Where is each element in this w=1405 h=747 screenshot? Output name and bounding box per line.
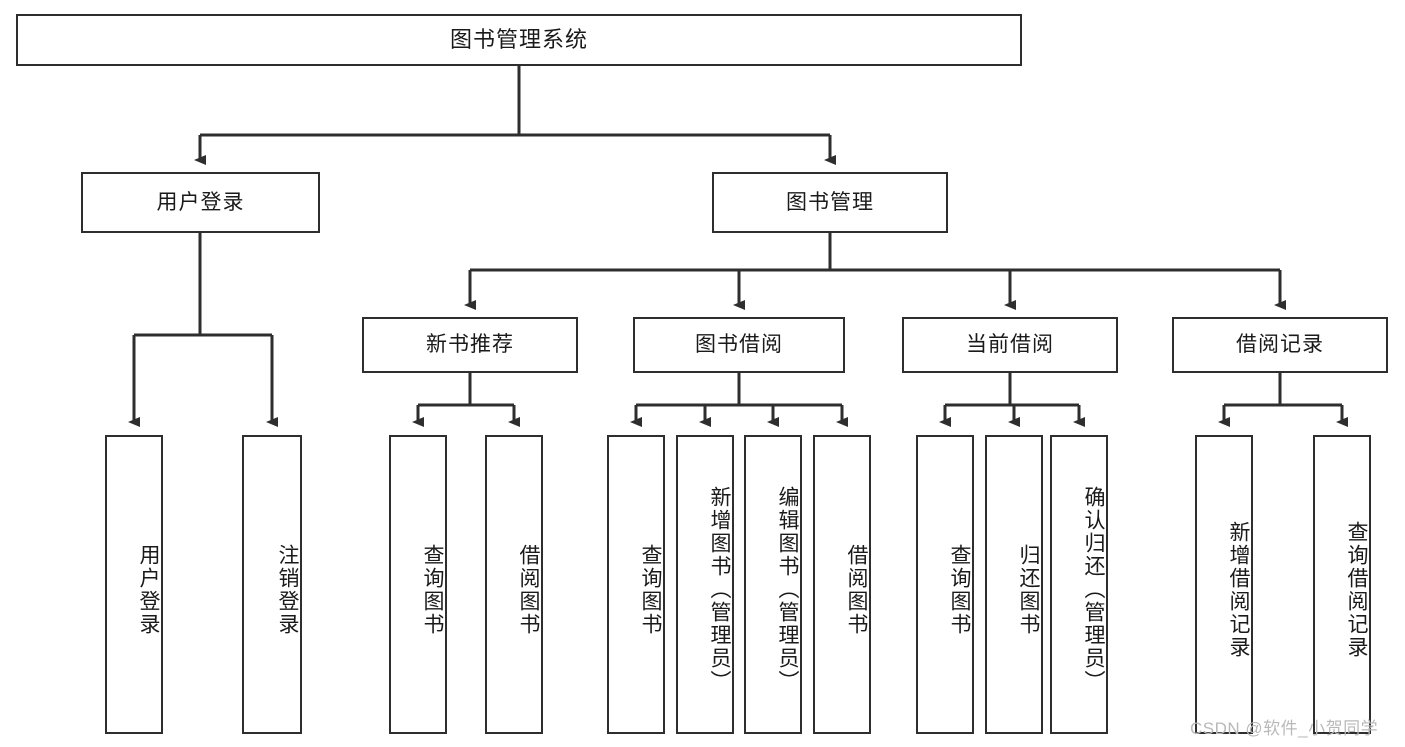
leaf-add-book-admin[interactable]: 新增图书（管理员） (676, 435, 734, 734)
node-label: 归还图书 (1017, 543, 1040, 636)
node-current-borrow[interactable]: 当前借阅 (902, 317, 1118, 373)
node-label: 用户登录 (137, 543, 160, 636)
leaf-add-borrow-record[interactable]: 新增借阅记录 (1195, 435, 1253, 734)
node-label: 新增借阅记录 (1227, 520, 1250, 659)
node-root-system[interactable]: 图书管理系统 (16, 14, 1022, 66)
leaf-user-login[interactable]: 用户登录 (105, 435, 163, 734)
node-label: 当前借阅 (966, 333, 1054, 357)
leaf-query-borrow-record[interactable]: 查询借阅记录 (1313, 435, 1371, 734)
node-label: 编辑图书（管理员） (776, 486, 799, 693)
node-label: 新书推荐 (426, 333, 514, 357)
node-book-management[interactable]: 图书管理 (712, 172, 948, 233)
node-user-login[interactable]: 用户登录 (81, 172, 320, 233)
leaf-query-book-current[interactable]: 查询图书 (916, 435, 974, 734)
leaf-query-book-borrow[interactable]: 查询图书 (607, 435, 665, 734)
leaf-borrow-book[interactable]: 借阅图书 (813, 435, 871, 734)
leaf-edit-book-admin[interactable]: 编辑图书（管理员） (744, 435, 802, 734)
node-new-book-recommend[interactable]: 新书推荐 (362, 317, 578, 373)
node-label: 借阅图书 (517, 543, 540, 636)
node-label: 图书管理系统 (449, 26, 588, 52)
watermark: CSDN @软件_小贺同学 (1190, 719, 1379, 738)
node-label: 图书管理 (786, 190, 874, 214)
node-book-borrow[interactable]: 图书借阅 (633, 317, 845, 373)
node-label: 新增图书（管理员） (708, 486, 731, 693)
node-label: 图书借阅 (695, 333, 783, 357)
node-label: 注销登录 (276, 543, 299, 636)
node-borrow-record[interactable]: 借阅记录 (1172, 317, 1388, 373)
node-label: 查询图书 (948, 543, 971, 636)
node-label: 借阅图书 (845, 543, 868, 636)
leaf-logout[interactable]: 注销登录 (242, 435, 302, 734)
leaf-borrow-book-recommend[interactable]: 借阅图书 (485, 435, 543, 734)
leaf-query-book-recommend[interactable]: 查询图书 (389, 435, 447, 734)
node-label: 用户登录 (156, 190, 245, 214)
node-label: 确认归还（管理员） (1082, 486, 1105, 693)
node-label: 查询借阅记录 (1345, 520, 1368, 659)
leaf-return-book[interactable]: 归还图书 (985, 435, 1043, 734)
node-label: 查询图书 (421, 543, 444, 636)
leaf-confirm-return-admin[interactable]: 确认归还（管理员） (1050, 435, 1108, 734)
node-label: 查询图书 (639, 543, 662, 636)
node-label: 借阅记录 (1236, 333, 1324, 357)
